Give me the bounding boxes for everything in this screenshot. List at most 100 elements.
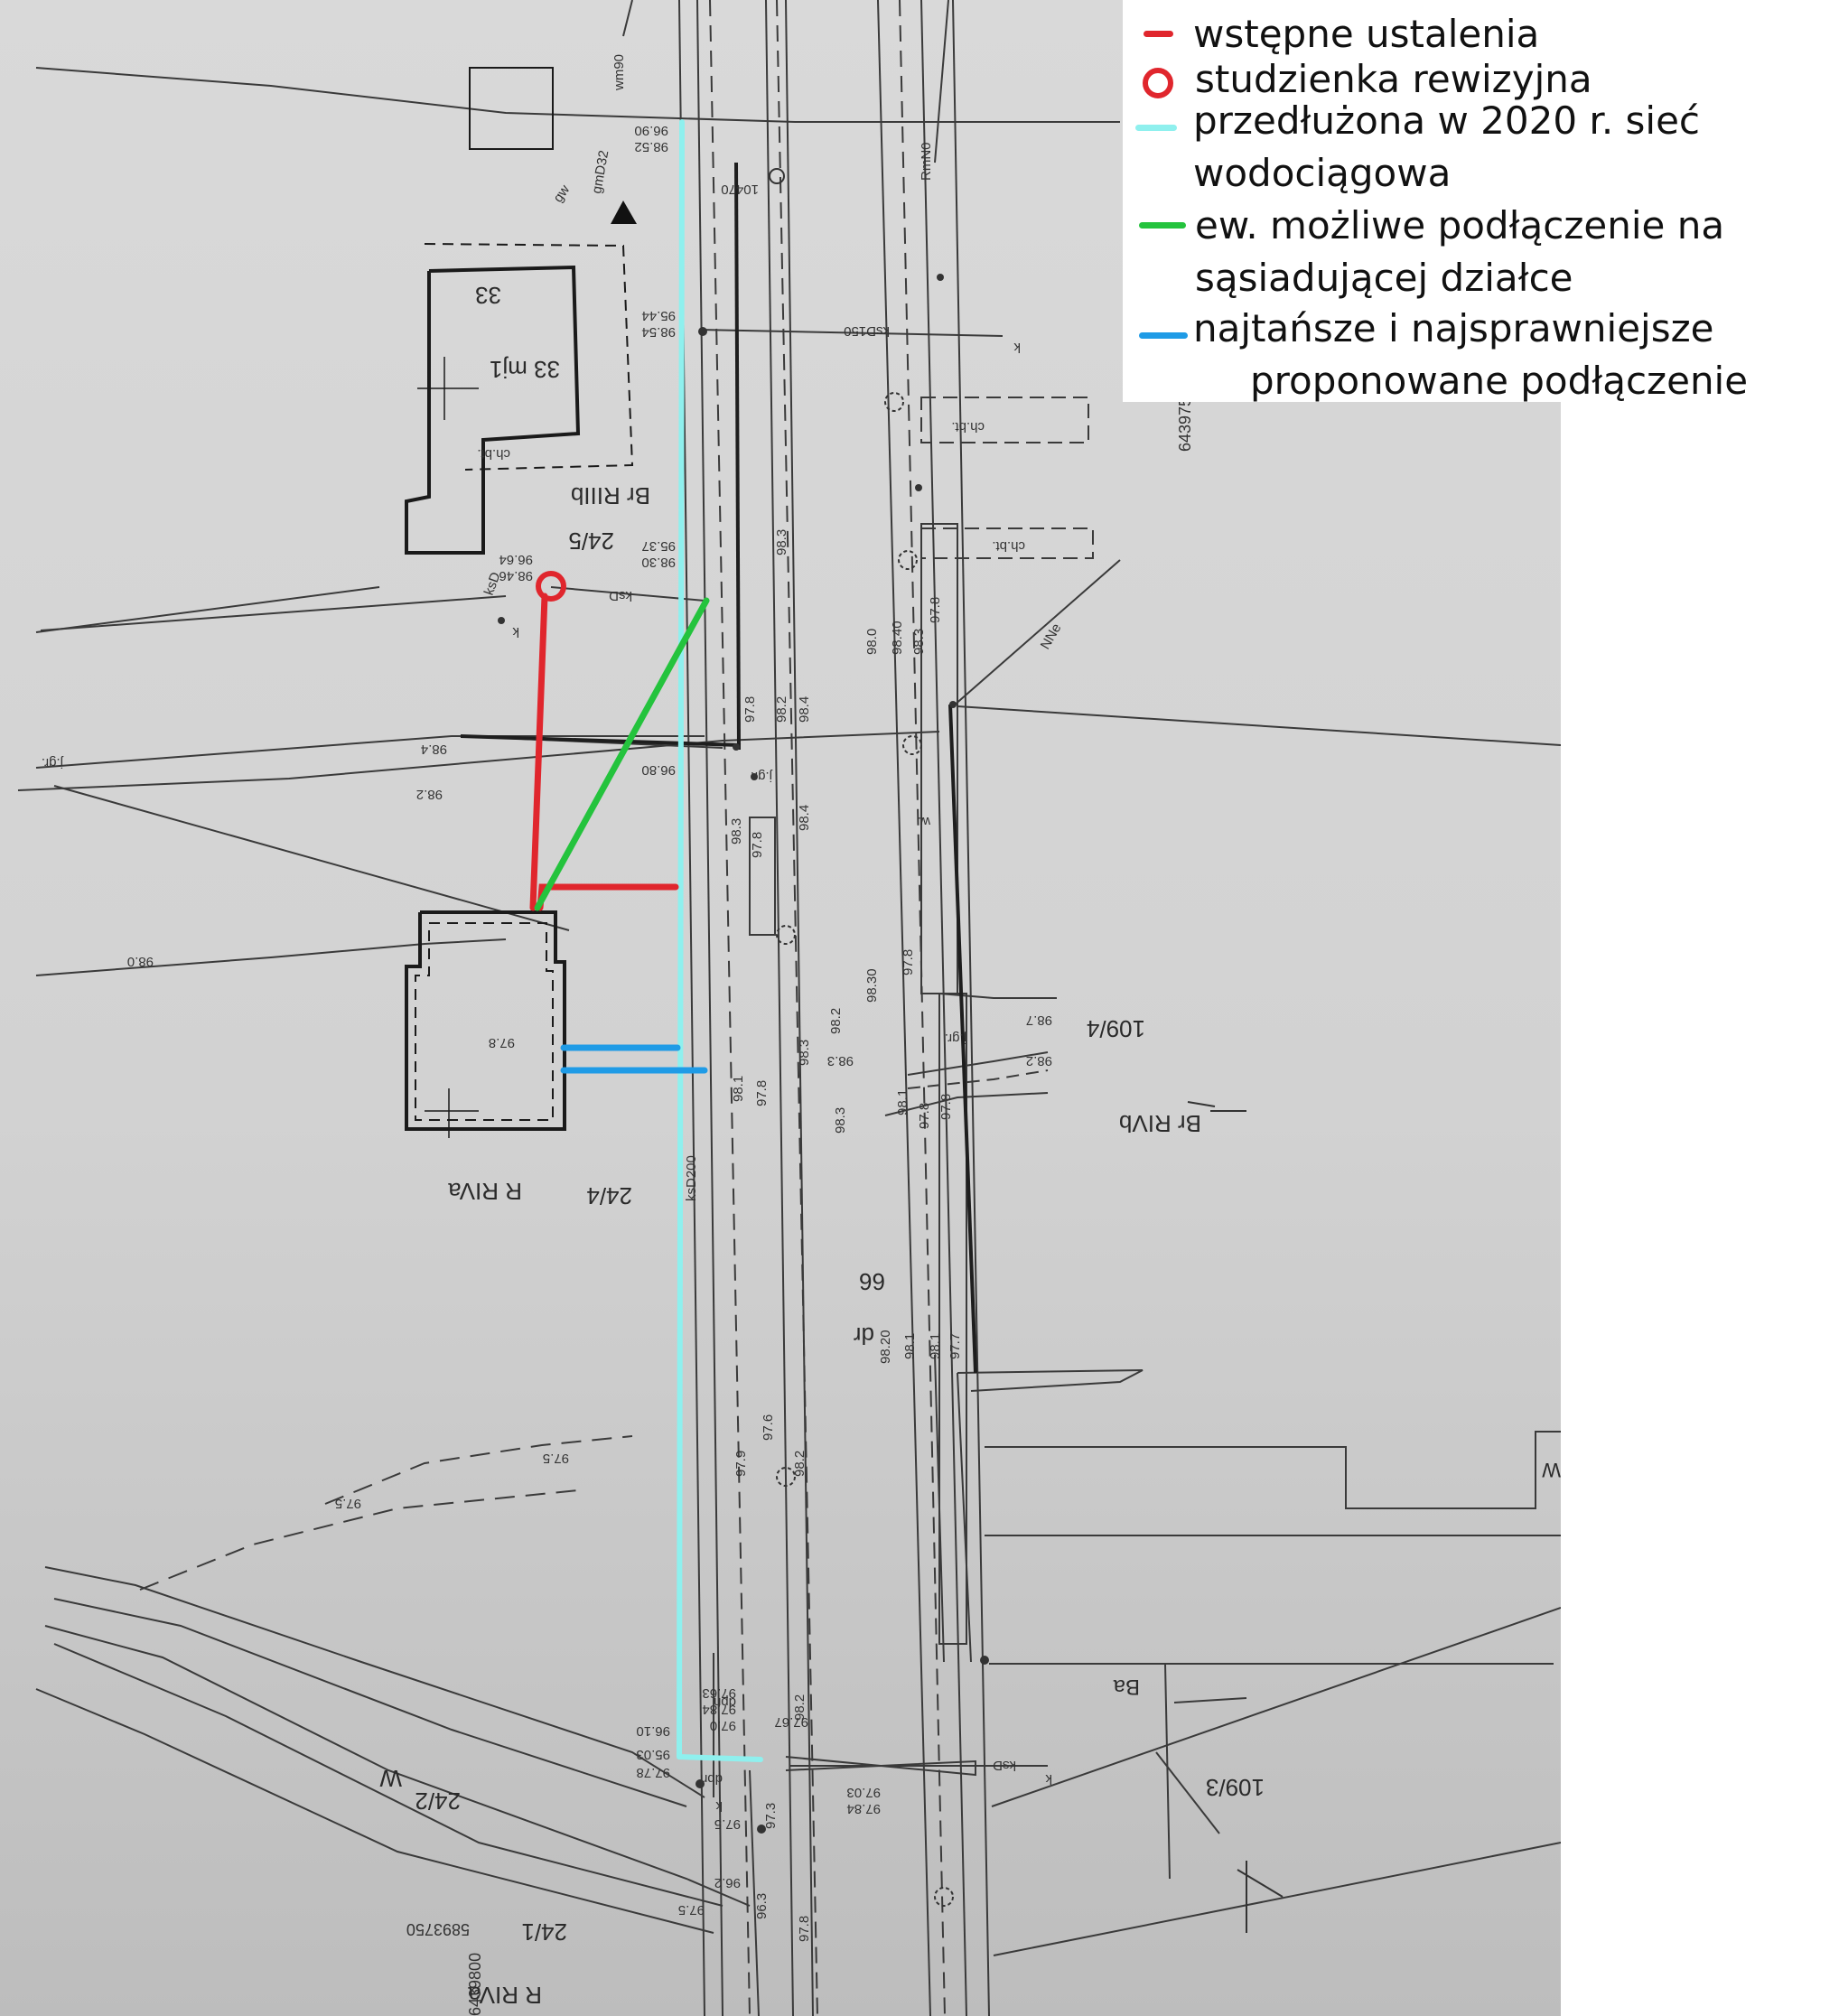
elev-3: 98.0 <box>127 954 154 969</box>
label-parcel-109-3: 109/3 <box>1206 1774 1265 1801</box>
elev-22: 97.8 <box>901 949 916 975</box>
elev-35: 97.8 <box>928 597 943 623</box>
elev-27: 97.8 <box>938 1094 954 1120</box>
elev-18: 97.9 <box>733 1451 749 1477</box>
util-jgr-2: j.gr. <box>751 769 773 784</box>
label-ba: Ba <box>1113 1675 1140 1699</box>
elev-32: 98.0 <box>864 629 880 655</box>
elev-1: 98.4 <box>421 742 447 757</box>
well-3-b: 95.37 <box>641 538 676 554</box>
label-coord-2: 6439750 <box>1176 388 1194 452</box>
well-6-c: 97.78 <box>636 1765 670 1780</box>
util-chbt-1: ch.bt. <box>951 419 985 434</box>
legend-red-circle-icon <box>1143 68 1173 98</box>
well-7-a: 97.63 <box>702 1685 736 1701</box>
elev-4: 97.8 <box>489 1035 515 1050</box>
elev-6: 97.5 <box>335 1496 361 1511</box>
well-2-b: 98.54 <box>641 324 676 340</box>
triangle-marker <box>611 201 637 224</box>
util-w-small: w. <box>918 814 931 829</box>
elev-20: 98.2 <box>792 1694 807 1721</box>
well-7-d: 97.67 <box>774 1714 808 1730</box>
building-33 <box>405 67 634 555</box>
elev-21: 98.2 <box>828 1008 844 1034</box>
label-parcel-24-5: 24/5 <box>568 527 614 555</box>
building-24-4 <box>405 910 566 1138</box>
label-parcel-24-1: 24/1 <box>521 1918 567 1946</box>
label-w-2: W <box>1542 1459 1561 1481</box>
well-4-b: 96.64 <box>499 552 533 567</box>
elev-19: 98.2 <box>792 1451 807 1477</box>
well-1-b: 98.52 <box>634 139 668 154</box>
elev-39: 97.5 <box>714 1816 741 1832</box>
elev-24: 98.3 <box>833 1107 848 1134</box>
elev-40: 96.2 <box>714 1875 741 1890</box>
elev-9: 98.2 <box>774 696 789 723</box>
label-building-desc: 33 mj1 <box>490 356 560 383</box>
elev-5: 97.5 <box>543 1451 569 1466</box>
legend-label-proposed-1: najtańsze i najsprawniejsze <box>1193 306 1714 350</box>
label-dr: dr <box>854 1322 874 1349</box>
label-parcel-24-4: 24/4 <box>586 1182 632 1209</box>
elev-44: 97.8 <box>797 1916 812 1942</box>
elev-16: 98.3 <box>797 1040 812 1066</box>
elev-25: 97.8 <box>917 1103 932 1129</box>
util-ksd200: ksD200 <box>684 1155 699 1201</box>
label-w-1: W <box>379 1765 402 1792</box>
well-7-c: 97.0 <box>710 1718 736 1733</box>
util-jgr-1: j.gr. <box>42 755 64 770</box>
well-7-b: 97.84 <box>702 1702 736 1717</box>
elev-42: 96.3 <box>754 1893 770 1919</box>
legend-cyan-line-icon <box>1135 125 1177 131</box>
green-optional-line <box>534 597 710 911</box>
legend-label-optional-2: sąsiadującej działce <box>1195 256 1573 300</box>
elev-29: 98.20 <box>878 1330 893 1364</box>
legend-label-proposed-2: proponowane podłączenie <box>1250 359 1749 403</box>
legend-label-manhole: studzienka rewizyjna <box>1195 57 1592 101</box>
util-wm: wm90 <box>611 54 627 91</box>
legend-label-water-line-2: wodociągowa <box>1193 151 1452 195</box>
well-4-a: 98.46 <box>499 568 533 583</box>
well-8-b: 97.84 <box>846 1801 881 1816</box>
label-coord-3: 5893750 <box>406 1920 470 1938</box>
elev-13: 97.8 <box>750 832 765 858</box>
util-ksd150: ksD150 <box>844 323 890 339</box>
label-br-riiib: Br RIIIb <box>571 482 650 509</box>
label-coord-4: 6439800 <box>466 1953 484 2016</box>
elev-26: 98.1 <box>895 1089 910 1115</box>
label-r-riva-1: R RIVa <box>448 1178 522 1205</box>
util-k-4: k <box>715 1798 723 1814</box>
elev-23: 98.30 <box>864 968 880 1003</box>
elev-41: 97.5 <box>678 1902 705 1918</box>
elev-28: 98.1 <box>902 1333 918 1359</box>
label-dr-num: 66 <box>859 1268 885 1295</box>
label-building-num: 33 <box>475 282 501 309</box>
well-3-a: 98.30 <box>641 555 676 570</box>
legend-label-preliminary: wstępne ustalenia <box>1193 12 1540 56</box>
util-chbt-3: ch.bt. <box>477 446 510 462</box>
util-dpn-1: dpn <box>700 1771 723 1787</box>
water-main-cyan <box>677 119 763 1762</box>
blue-proposed-lines <box>560 1044 708 1074</box>
elev-17: 97.6 <box>761 1414 776 1441</box>
well-2-a: 95.44 <box>641 308 676 323</box>
elev-33: 98.40 <box>890 621 905 655</box>
legend-label-optional-1: ew. możliwe podłączenie na <box>1195 203 1725 247</box>
util-k-3: k <box>1045 1771 1052 1787</box>
manhole-red-circle <box>536 571 566 602</box>
elev-8: 97.8 <box>742 696 758 723</box>
util-chbt-2: ch.bt. <box>992 538 1025 554</box>
util-jgr-3: j.gr. <box>945 1031 967 1046</box>
label-parcel-109-4: 109/4 <box>1087 1015 1145 1042</box>
survey-points <box>498 274 989 1834</box>
util-ksd-a: ksD <box>609 588 632 603</box>
elev-36: 98.7 <box>1026 1013 1052 1028</box>
well-1-a: 96.90 <box>634 123 668 138</box>
legend: wstępne ustalenia studzienka rewizyjna p… <box>1123 0 1839 403</box>
legend-blue-line-icon <box>1139 332 1188 339</box>
legend-red-line-icon <box>1144 31 1173 37</box>
well-5: 96.80 <box>641 762 676 778</box>
util-ksd-c: ksD <box>993 1758 1016 1773</box>
well-8-a: 97.03 <box>846 1785 881 1800</box>
util-num: 10470 <box>721 182 759 197</box>
